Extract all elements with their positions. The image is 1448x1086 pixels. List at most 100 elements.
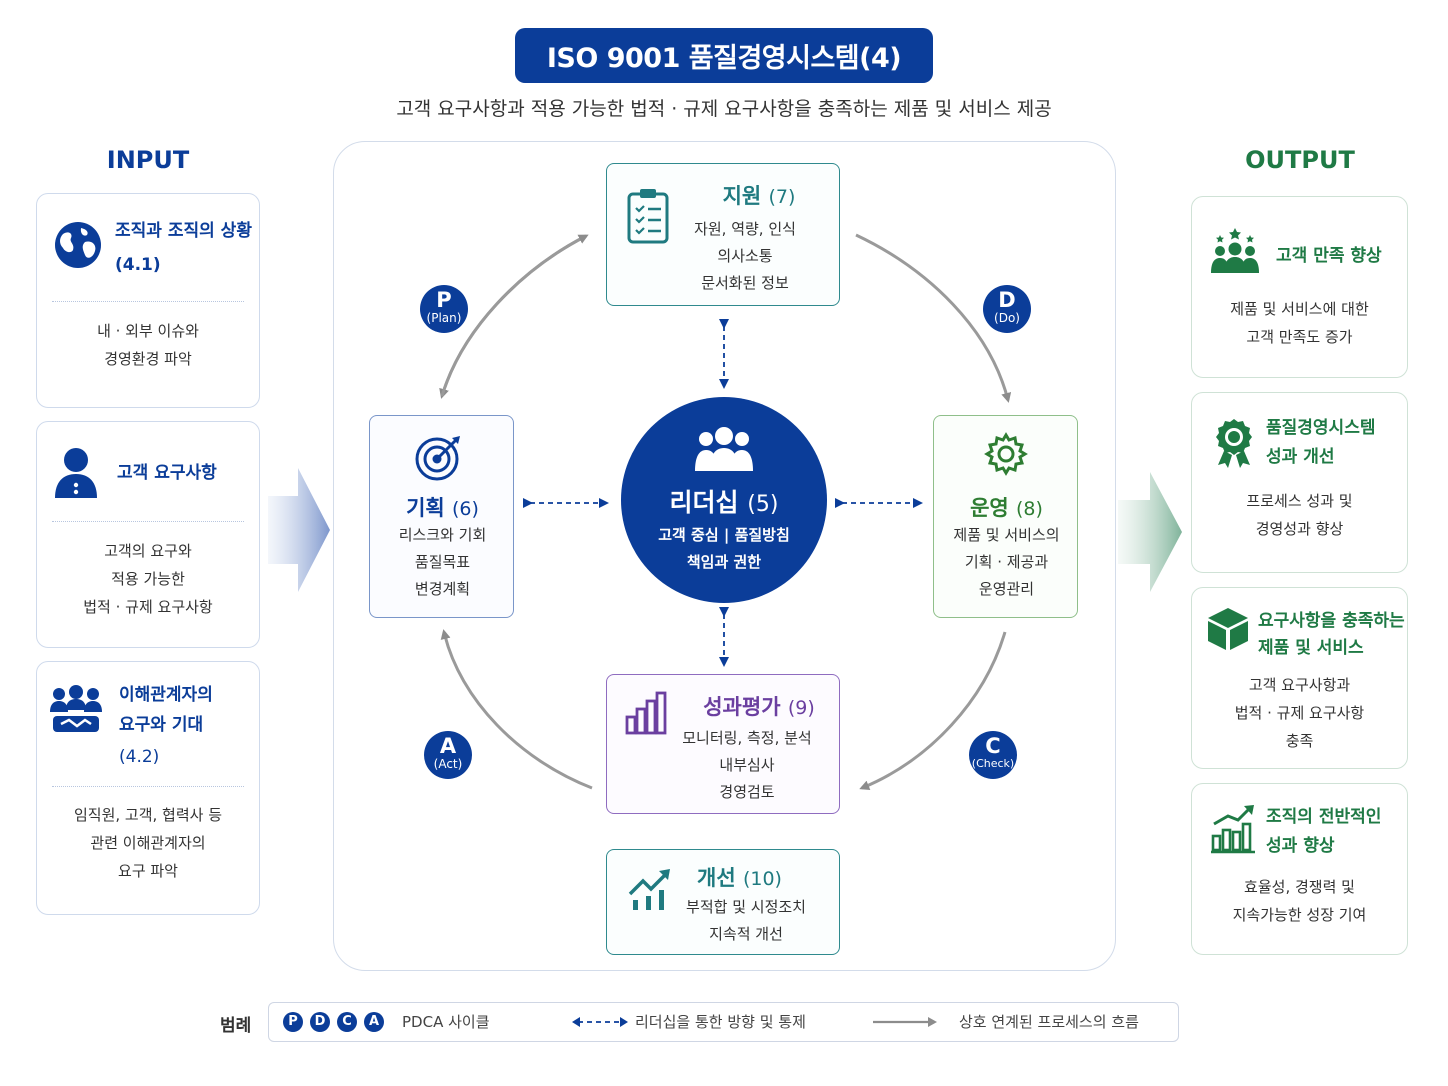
process-operation: 운영 (8) 제품 및 서비스의 기획 · 제공과 운영관리: [933, 415, 1078, 618]
legend-solid-text: 상호 연계된 프로세스의 흐름: [959, 1013, 1139, 1031]
body-line: 관련 이해관계자의: [90, 834, 206, 852]
process-evaluation-body: 모니터링, 측정, 분석 내부심사 경영검토: [663, 725, 831, 806]
output-heading: OUTPUT: [1245, 146, 1355, 174]
pdca-word: (Act): [433, 757, 463, 771]
target-icon: [415, 436, 460, 481]
planning-title-text: 기획: [406, 496, 445, 520]
improvement-title-text: 개선: [697, 866, 736, 890]
body-line: 적용 가능한: [111, 570, 185, 588]
legend-dashed-text: 리더십을 통한 방향 및 통제: [635, 1013, 806, 1031]
box-icon: [1208, 608, 1248, 650]
body-line: 임직원, 고객, 협력사 등: [73, 806, 223, 824]
body-line: 의사소통: [717, 247, 773, 265]
page-subtitle: 고객 요구사항과 적용 가능한 법적 · 규제 요구사항을 충족하는 제품 및 …: [396, 98, 1052, 120]
process-leadership-body: 고객 중심 | 품질방침 책임과 권한: [621, 522, 827, 576]
input-card-customer: 고객 요구사항 고객의 요구와 적용 가능한 법적 · 규제 요구사항: [36, 421, 260, 648]
pdca-check-badge: C (Check): [969, 731, 1017, 779]
process-support-title: 지원 (7): [677, 180, 841, 210]
process-planning: 기획 (6) 리스크와 기회 품질목표 변경계획: [369, 415, 514, 618]
output-flow-arrow: [1118, 472, 1182, 592]
body-line: 법적 · 규제 요구사항: [83, 598, 213, 616]
input-card-stakeholders: 이해관계자의 요구와 기대 (4.2) 임직원, 고객, 협력사 등 관련 이해…: [36, 661, 260, 915]
body-line: 고객의 요구와: [104, 542, 192, 560]
pdca-letter: P: [436, 288, 452, 312]
process-operation-body: 제품 및 서비스의 기획 · 제공과 운영관리: [934, 522, 1079, 603]
legend-c-dot: C: [337, 1012, 357, 1032]
output-card-qms-title-2: 성과 개선: [1266, 447, 1335, 467]
output-card-satisfaction-body: 제품 및 서비스에 대한 고객 만족도 증가: [1192, 295, 1407, 351]
team-icon: [695, 427, 753, 471]
input-flow-arrow: [268, 468, 330, 592]
operation-title-text: 운영: [970, 496, 1009, 520]
body-line: 지속적 개선: [709, 925, 783, 943]
process-support: 지원 (7) 자원, 역량, 인식 의사소통 문서화된 정보: [606, 163, 840, 306]
legend: P D C A PDCA 사이클 리더십을 통한 방향 및 통제 상호 연계된 …: [268, 1002, 1179, 1042]
body-line: 법적 · 규제 요구사항: [1234, 704, 1365, 722]
process-leadership-title: 리더십 (5): [621, 483, 827, 519]
process-leadership: 리더십 (5) 고객 중심 | 품질방침 책임과 권한: [621, 397, 827, 603]
input-card-context-body: 내 · 외부 이슈와 경영환경 파악: [37, 317, 259, 373]
body-line: 리스크와 기회: [398, 526, 487, 544]
legend-pdca-text: PDCA 사이클: [402, 1013, 490, 1031]
input-card-customer-title: 고객 요구사항: [117, 463, 217, 483]
body-line: 경영환경 파악: [104, 350, 192, 368]
body-line: 내 · 외부 이슈와: [97, 322, 199, 340]
legend-p-dot: P: [283, 1012, 303, 1032]
body-line: 품질목표: [414, 553, 471, 571]
body-line: 프로세스 성과 및: [1246, 492, 1353, 510]
process-planning-body: 리스크와 기회 품질목표 변경계획: [370, 522, 515, 603]
input-card-stakeholders-body: 임직원, 고객, 협력사 등 관련 이해관계자의 요구 파악: [37, 801, 259, 885]
bar-chart-icon: [625, 691, 667, 735]
output-card-qms-title-1: 품질경영시스템: [1266, 418, 1376, 438]
body-line: 경영검토: [719, 783, 775, 801]
body-line: 모니터링, 측정, 분석: [682, 729, 812, 747]
input-card-stakeholders-title-2: 요구와 기대: [119, 715, 204, 735]
process-planning-title: 기획 (6): [370, 492, 515, 522]
stakeholders-icon: [50, 685, 102, 732]
planning-clause-number: (6): [452, 498, 479, 520]
card-divider: [52, 301, 244, 302]
leadership-title-text: 리더십: [669, 488, 739, 517]
output-card-performance-title-2: 성과 향상: [1266, 836, 1335, 856]
body-line: 변경계획: [414, 580, 471, 598]
pdca-letter: A: [439, 734, 457, 758]
input-card-context-title-2: (4.1): [115, 255, 161, 275]
legend-a-dot: A: [364, 1012, 384, 1032]
output-card-qms-body: 프로세스 성과 및 경영성과 향상: [1192, 487, 1407, 543]
body-line: 책임과 권한: [686, 553, 762, 571]
input-heading: INPUT: [106, 146, 190, 174]
pdca-word: (Do): [994, 311, 1020, 325]
person-icon: [55, 448, 97, 498]
output-card-products-title-2: 제품 및 서비스: [1258, 638, 1364, 658]
process-improvement-title: 개선 (10): [677, 862, 797, 892]
legend-d-dot: D: [310, 1012, 330, 1032]
gear-icon: [984, 432, 1028, 476]
body-line: 고객 중심 | 품질방침: [658, 526, 790, 544]
body-line: 자원, 역량, 인식: [694, 220, 796, 238]
trend-up-icon: [628, 869, 670, 910]
body-line: 부적합 및 시정조치: [686, 898, 806, 916]
legend-dashed-arrow: [572, 1017, 628, 1027]
process-improvement: 개선 (10) 부적합 및 시정조치 지속적 개선: [606, 849, 840, 955]
award-icon: [1216, 419, 1252, 468]
legend-solid-arrow: [873, 1017, 937, 1027]
input-card-stakeholders-title-3: (4.2): [119, 747, 160, 767]
improvement-clause-number: (10): [742, 868, 782, 890]
globe-icon: [55, 222, 101, 268]
output-card-products-body: 고객 요구사항과 법적 · 규제 요구사항 충족: [1192, 671, 1407, 755]
body-line: 제품 및 서비스에 대한: [1230, 300, 1369, 318]
body-line: 제품 및 서비스의: [953, 526, 1060, 544]
body-line: 경영성과 향상: [1255, 520, 1344, 538]
pdca-plan-badge: P (Plan): [420, 285, 468, 333]
card-divider: [52, 521, 244, 522]
output-card-performance-title-1: 조직의 전반적인: [1266, 807, 1382, 827]
body-line: 고객 만족도 증가: [1246, 328, 1353, 346]
output-card-satisfaction-title: 고객 만족 향상: [1276, 246, 1382, 266]
operation-clause-number: (8): [1016, 498, 1043, 520]
satisfied-customers-icon: [1211, 228, 1259, 273]
body-line: 기획 · 제공과: [964, 553, 1049, 571]
process-evaluation: 성과평가 (9) 모니터링, 측정, 분석 내부심사 경영검토: [606, 674, 840, 814]
pdca-word: (Plan): [426, 311, 462, 325]
process-evaluation-title: 성과평가 (9): [677, 691, 841, 721]
input-card-context: 조직과 조직의 상황 (4.1) 내 · 외부 이슈와 경영환경 파악: [36, 193, 260, 408]
